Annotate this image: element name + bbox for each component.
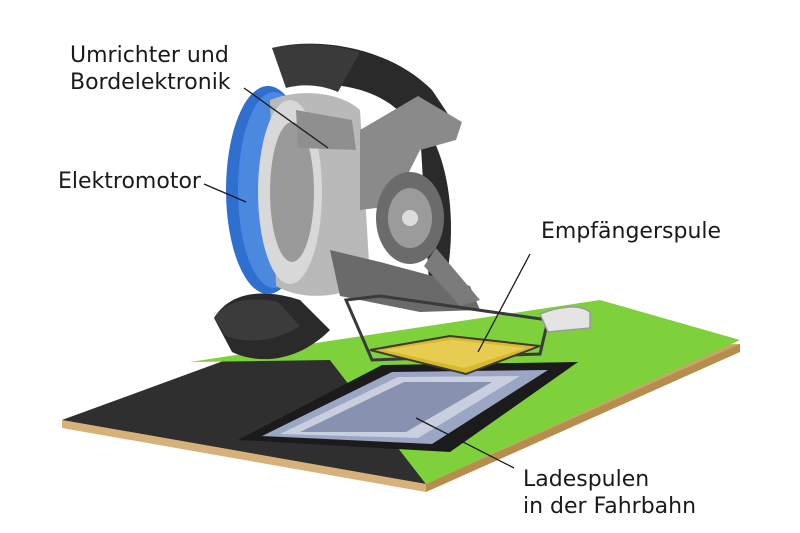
label-inverter-line2: Bordelektronik — [70, 70, 231, 95]
label-electric-motor: Elektromotor — [58, 169, 201, 194]
motor-housing — [258, 93, 370, 296]
leader-line-road — [415, 417, 515, 469]
label-road-line1: Ladespulen — [523, 467, 650, 492]
suspension-arm — [330, 96, 480, 312]
leader-lines — [203, 87, 531, 469]
tire-lower — [214, 293, 330, 360]
leader-line-inverter — [243, 87, 329, 149]
label-inverter-line1: Umrichter und — [70, 43, 229, 68]
road-charging-coils — [238, 362, 578, 452]
label-road-charging-coils: Ladespulen in der Fahrbahn — [523, 466, 696, 520]
receiver-coil-assembly — [343, 294, 591, 376]
leader-line-motor — [203, 183, 247, 203]
leader-line-receiver — [477, 253, 531, 353]
label-receiver-coil: Empfängerspule — [541, 219, 722, 244]
label-road-line2: in der Fahrbahn — [523, 494, 697, 519]
label-inverter-electronics: Umrichter und Bordelektronik — [70, 42, 231, 96]
